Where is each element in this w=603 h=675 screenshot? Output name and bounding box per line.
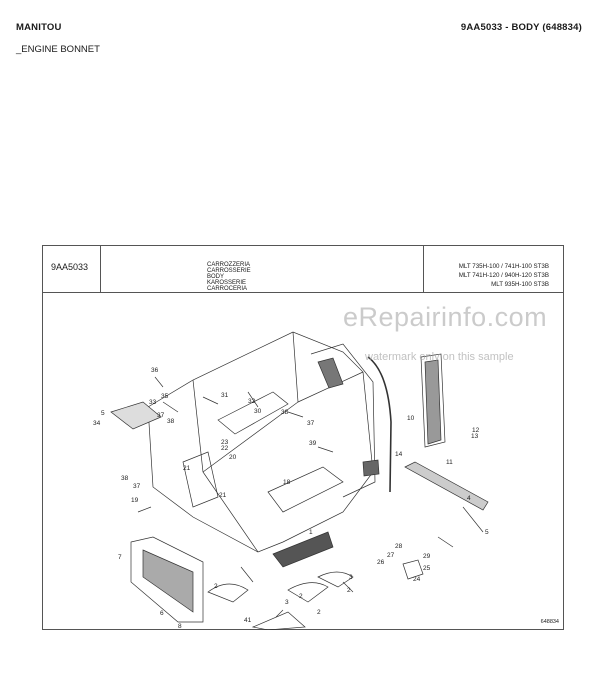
title-en: BODY (207, 274, 225, 280)
svg-text:30: 30 (254, 408, 262, 415)
svg-text:32: 32 (248, 398, 256, 405)
svg-text:12: 12 (472, 427, 480, 434)
title-block-code: 9AA5033 (51, 262, 89, 272)
svg-text:8: 8 (178, 623, 182, 630)
parts-sheet: 9AA5033 CARROZZERIA CARROSSERIE BODY KAR… (42, 245, 564, 630)
svg-text:37: 37 (307, 420, 315, 427)
model-line-3: MLT 935H-100 ST3B (491, 281, 549, 288)
svg-text:19: 19 (131, 497, 139, 504)
model-line-1: MLT 735H-100 / 741H-100 ST3B (458, 263, 549, 270)
svg-text:38: 38 (121, 475, 129, 482)
svg-text:22: 22 (221, 445, 229, 452)
drawing-number: 648834 (540, 619, 559, 625)
svg-text:39: 39 (309, 440, 317, 447)
title-block-models: MLT 735H-100 / 741H-100 ST3B MLT 741H-12… (423, 246, 563, 292)
svg-text:41: 41 (244, 617, 252, 624)
svg-text:5: 5 (485, 529, 489, 536)
svg-text:2: 2 (347, 587, 351, 594)
svg-text:27: 27 (387, 552, 395, 559)
svg-text:14: 14 (395, 451, 403, 458)
header-brand: MANITOU (16, 22, 62, 33)
svg-text:3: 3 (349, 574, 353, 581)
header-reference: 9AA5033 - BODY (648834) (460, 22, 582, 33)
svg-text:37: 37 (157, 412, 165, 419)
title-block-code-cell: 9AA5033 (43, 246, 101, 292)
svg-text:28: 28 (395, 543, 403, 550)
svg-text:25: 25 (423, 565, 431, 572)
header-subtitle: _ENGINE BONNET (16, 44, 100, 55)
svg-text:18: 18 (283, 479, 291, 486)
title-de: KAROSSERIE (207, 280, 247, 286)
svg-text:13: 13 (471, 433, 479, 440)
svg-text:2: 2 (317, 609, 321, 616)
svg-text:29: 29 (423, 553, 431, 560)
title-block-titles: CARROZZERIA CARROSSERIE BODY KAROSSERIE … (207, 262, 251, 292)
svg-text:21: 21 (183, 465, 191, 472)
callout-labels: 36 35 33 5 34 37 38 31 32 30 38 37 39 23… (93, 367, 489, 630)
svg-text:31: 31 (221, 392, 229, 399)
svg-text:21: 21 (219, 492, 227, 499)
title-block: 9AA5033 CARROZZERIA CARROSSERIE BODY KAR… (43, 246, 563, 293)
svg-text:1: 1 (309, 529, 313, 536)
watermark-logo: eRepairinfo.com (343, 302, 548, 332)
svg-text:6: 6 (160, 610, 164, 617)
exploded-view-drawing: 36 35 33 5 34 37 38 31 32 30 38 37 39 23… (93, 331, 489, 630)
model-line-2: MLT 741H-120 / 940H-120 ST3B (458, 272, 549, 279)
svg-text:34: 34 (93, 420, 101, 427)
svg-text:20: 20 (229, 454, 237, 461)
svg-text:33: 33 (149, 399, 157, 406)
svg-text:2: 2 (299, 593, 303, 600)
svg-text:23: 23 (221, 439, 229, 446)
svg-text:38: 38 (281, 409, 289, 416)
watermark-note: watermark only on this sample (365, 351, 514, 363)
svg-text:4: 4 (467, 495, 471, 502)
svg-text:10: 10 (407, 415, 415, 422)
svg-text:38: 38 (167, 418, 175, 425)
svg-text:35: 35 (161, 393, 169, 400)
svg-text:3: 3 (285, 599, 289, 606)
svg-text:5: 5 (101, 410, 105, 417)
svg-text:37: 37 (133, 483, 141, 490)
svg-text:36: 36 (151, 367, 159, 374)
svg-text:11: 11 (446, 459, 453, 466)
svg-text:24: 24 (413, 576, 421, 583)
title-it: CARROZZERIA (207, 262, 251, 268)
title-fr: CARROSSERIE (207, 268, 251, 274)
svg-text:26: 26 (377, 559, 385, 566)
svg-text:7: 7 (118, 554, 122, 561)
title-es: CARROCERIA (207, 286, 248, 292)
svg-text:2: 2 (214, 583, 218, 590)
